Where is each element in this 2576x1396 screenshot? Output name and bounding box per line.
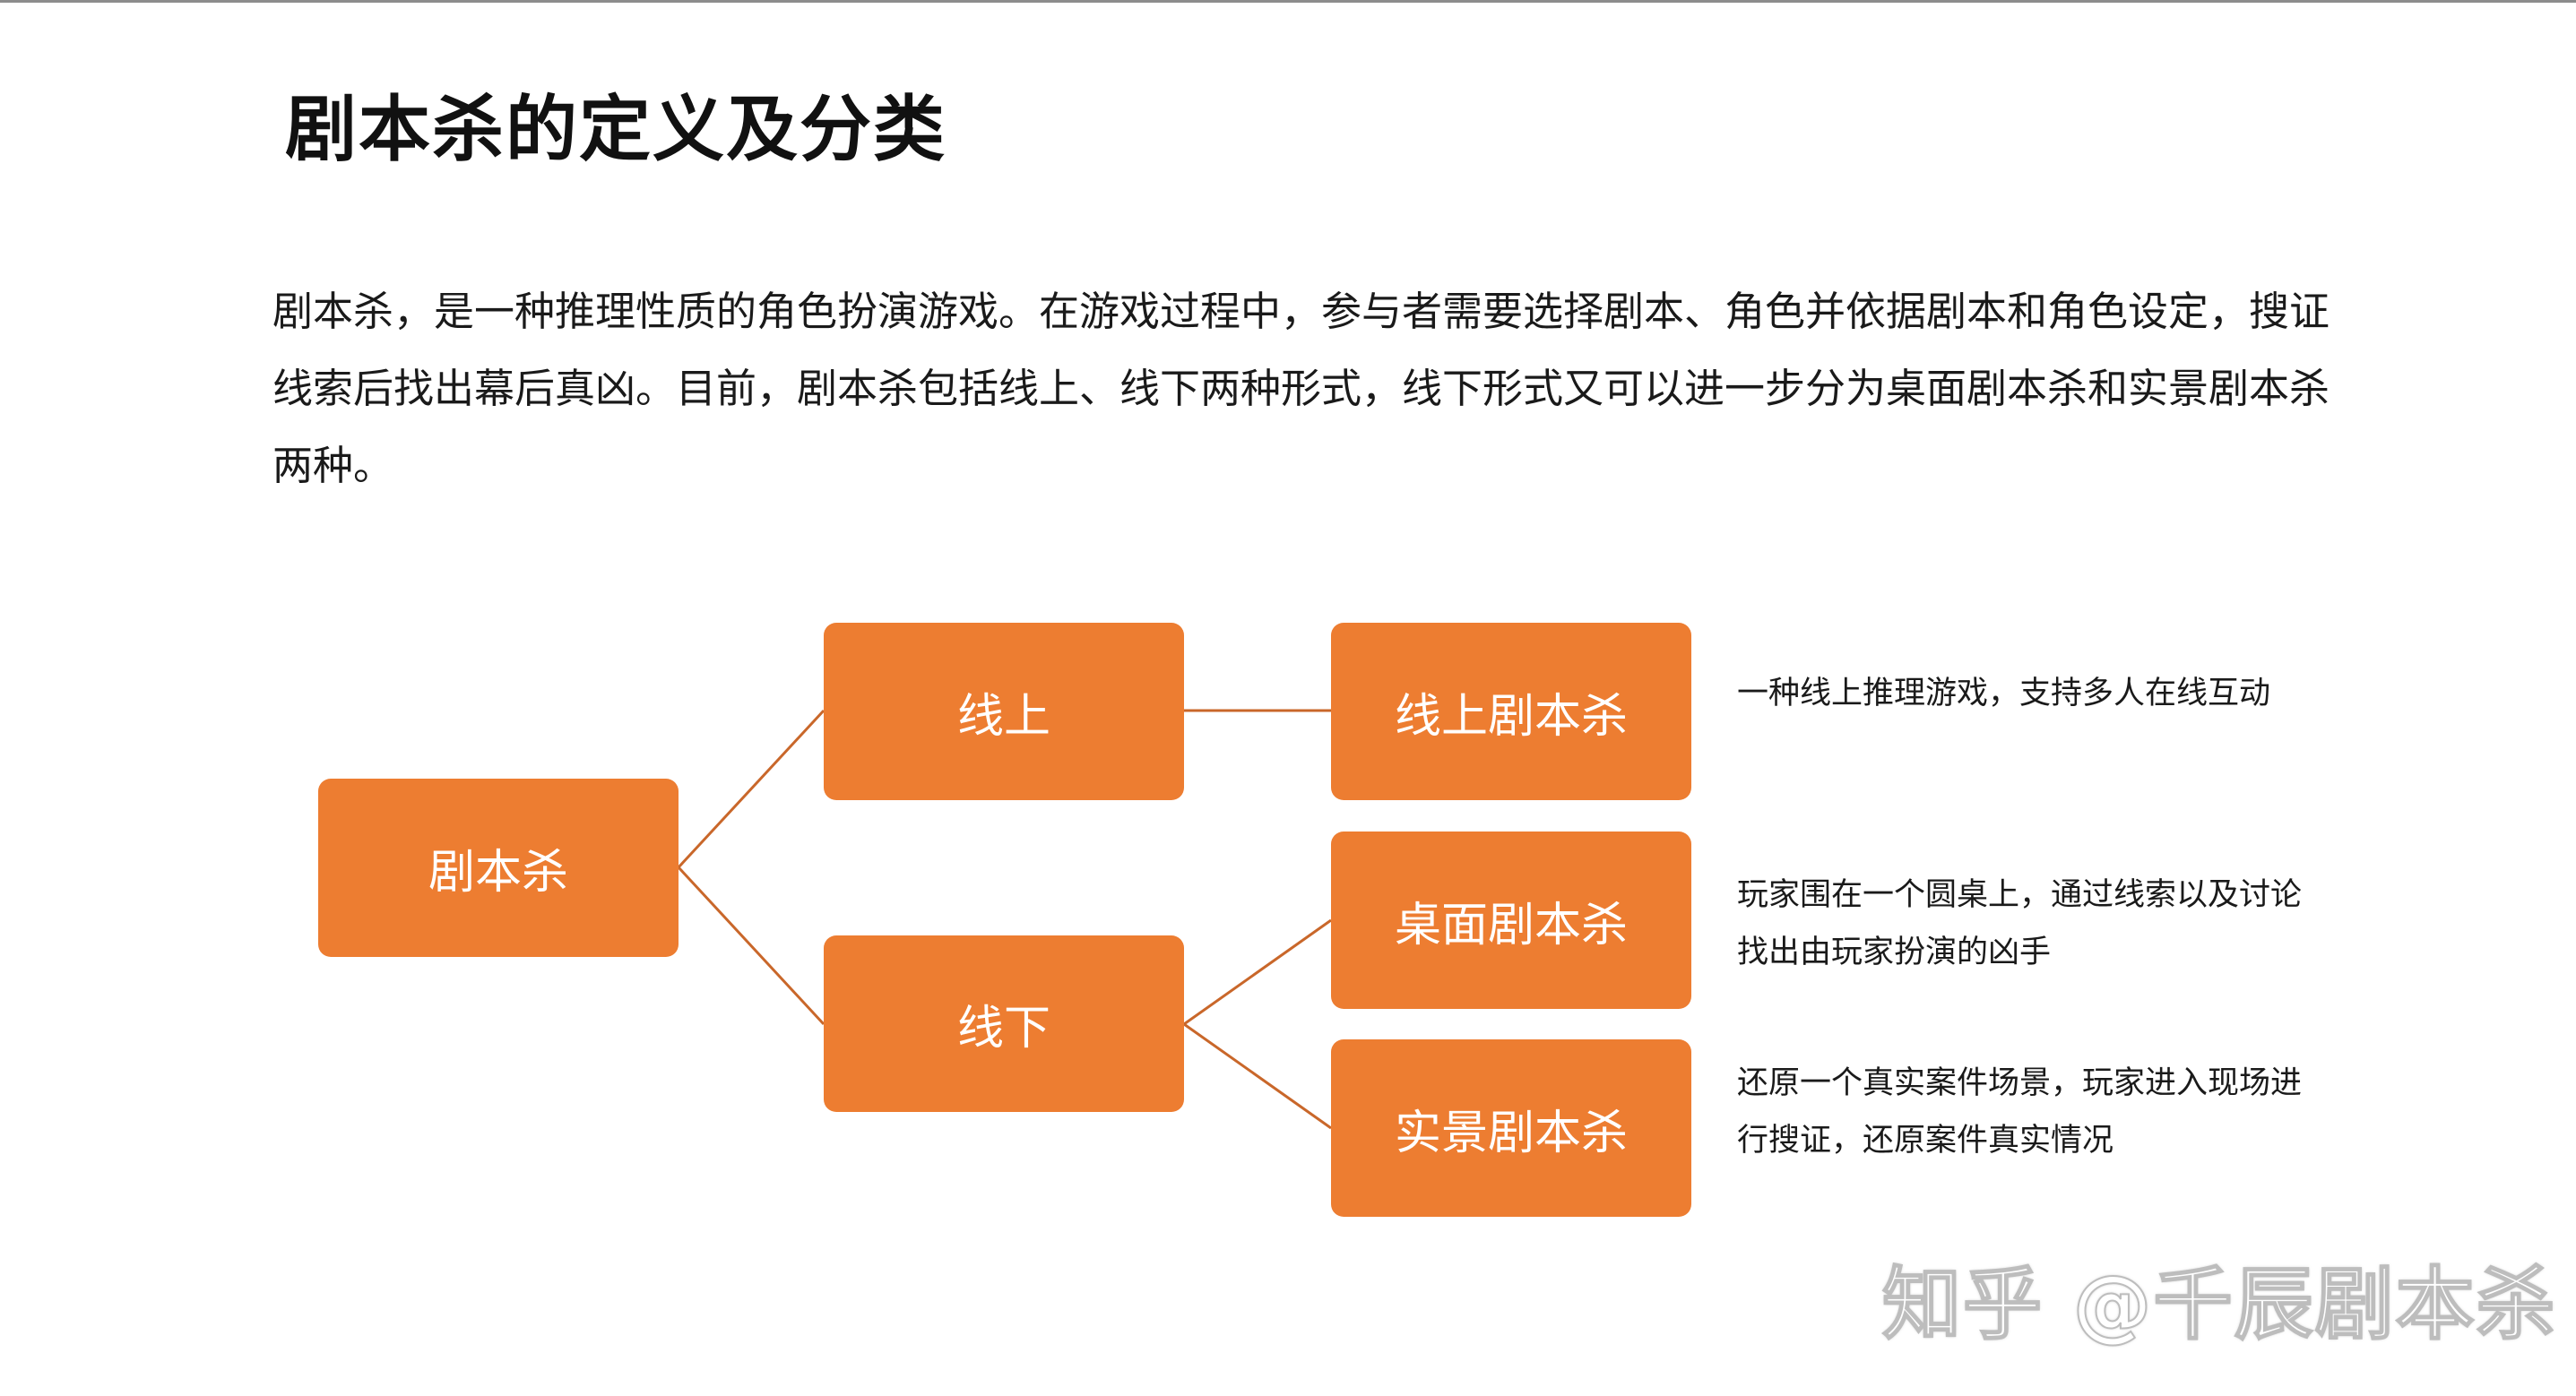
connector-offline-live <box>1183 1022 1332 1130</box>
node-offline: 线下 <box>824 935 1184 1112</box>
node-live-murder: 实景剧本杀 <box>1331 1039 1691 1217</box>
node-online: 线上 <box>824 623 1184 800</box>
zhihu-watermark: 知乎 @千辰剧本杀 <box>1881 1257 2557 1351</box>
desc-tabletop-murder: 玩家围在一个圆桌上，通过线索以及讨论找出由玩家扮演的凶手 <box>1737 877 2303 970</box>
node-tabletop-murder: 桌面剧本杀 <box>1331 832 1691 1009</box>
desc-live-murder: 还原一个真实案件场景，玩家进入现场进行搜证，还原案件真实情况 <box>1737 1065 2303 1159</box>
desc-online-murder: 一种线上推理游戏，支持多人在线互动 <box>1737 676 2271 711</box>
page-title: 剧本杀的定义及分类 <box>285 88 947 171</box>
connector-root-online <box>677 709 826 869</box>
connector-root-offline <box>677 866 826 1026</box>
top-divider <box>0 0 2576 3</box>
node-online-murder: 线上剧本杀 <box>1331 623 1691 800</box>
node-root: 剧本杀 <box>318 779 679 957</box>
connector-offline-tabletop <box>1183 918 1332 1026</box>
intro-paragraph: 剧本杀，是一种推理性质的角色扮演游戏。在游戏过程中，参与者需要选择剧本、角色并依… <box>272 288 2330 489</box>
